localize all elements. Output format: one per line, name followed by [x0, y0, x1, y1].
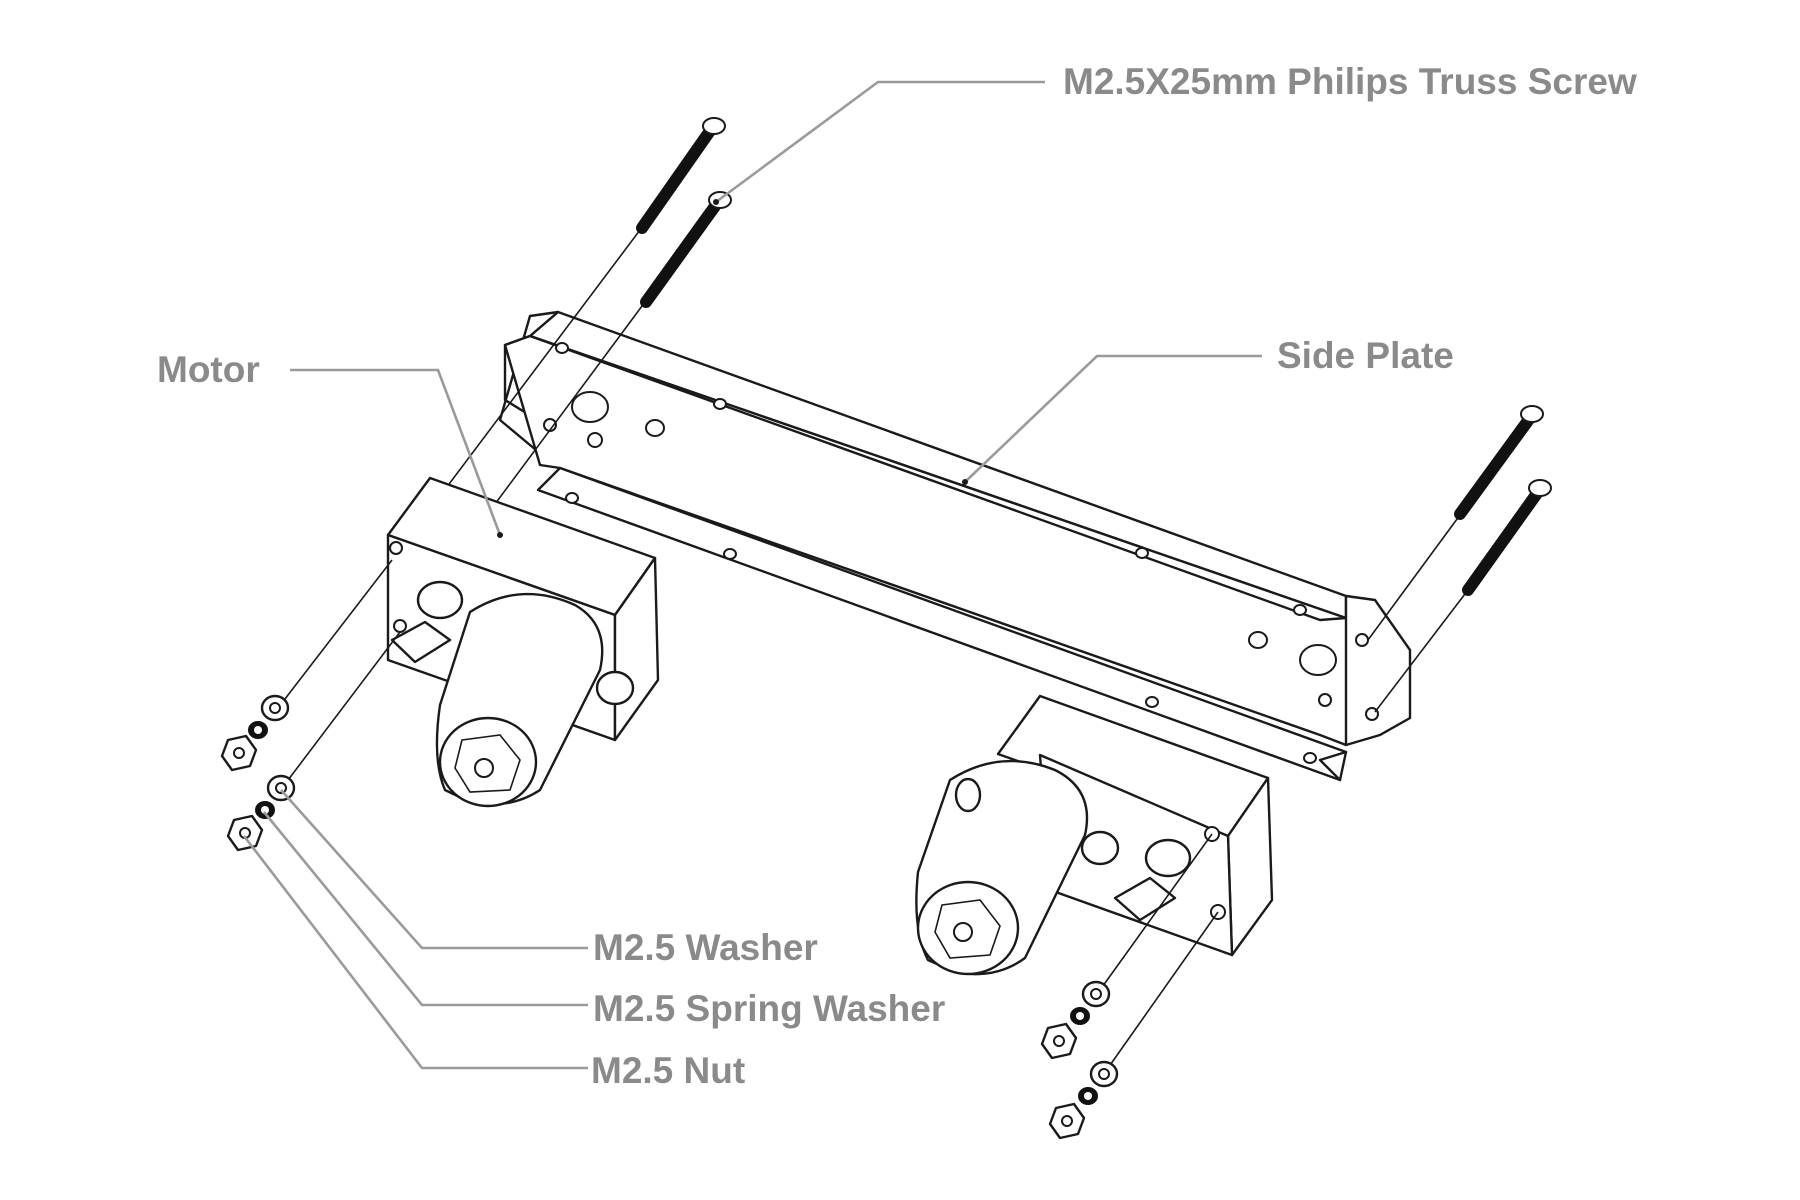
label-screw: M2.5X25mm Philips Truss Screw: [1063, 61, 1637, 102]
leader-spring-washer: [262, 811, 588, 1007]
label-nut: M2.5 Nut: [591, 1050, 745, 1091]
fasteners-right: [1040, 833, 1219, 1140]
label-washer: M2.5 Washer: [593, 927, 818, 968]
leader-side-plate: [964, 354, 1262, 483]
leader-lines: [242, 80, 1262, 1070]
leader-washer: [280, 789, 588, 950]
label-motor: Motor: [157, 349, 260, 390]
callout-labels: M2.5X25mm Philips Truss Screw Side Plate…: [157, 61, 1637, 1091]
fasteners-left: [220, 559, 401, 852]
label-spring-washer: M2.5 Spring Washer: [593, 988, 945, 1029]
motor-right: [915, 694, 1274, 976]
side-plate: [498, 310, 1412, 782]
motor-left: [386, 476, 660, 808]
leader-motor: [290, 368, 502, 536]
leader-nut: [242, 835, 588, 1070]
leader-screw: [715, 80, 1045, 204]
label-side-plate: Side Plate: [1277, 335, 1454, 376]
screw-group-right: [1367, 405, 1552, 713]
